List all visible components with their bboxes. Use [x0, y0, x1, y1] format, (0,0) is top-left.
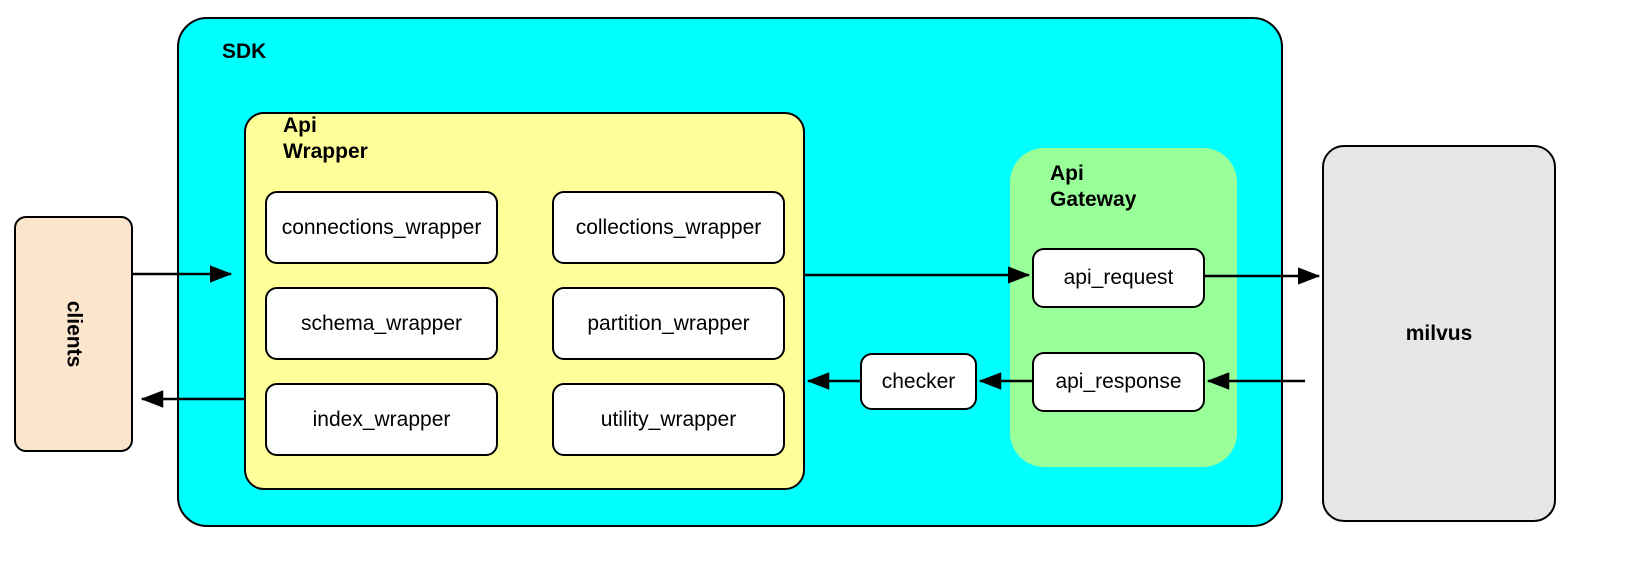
checker-label: checker	[881, 369, 956, 393]
module-label: collections_wrapper	[575, 215, 762, 239]
api-request-node[interactable]: api_request	[1032, 248, 1205, 308]
module-label: utility_wrapper	[600, 407, 737, 431]
module-label: partition_wrapper	[587, 311, 750, 335]
milvus-node[interactable]: milvus	[1322, 145, 1556, 522]
milvus-label: milvus	[1405, 321, 1473, 345]
api-response-label: api_response	[1055, 370, 1182, 393]
clients-node[interactable]: clients	[14, 216, 133, 452]
module-schema-wrapper[interactable]: schema_wrapper	[265, 287, 498, 360]
module-utility-wrapper[interactable]: utility_wrapper	[552, 383, 785, 456]
api-gateway-label: Api Gateway	[1050, 162, 1137, 211]
api-request-label: api_request	[1063, 266, 1174, 289]
module-index-wrapper[interactable]: index_wrapper	[265, 383, 498, 456]
module-label: index_wrapper	[312, 407, 451, 431]
module-connections-wrapper[interactable]: connections_wrapper	[265, 191, 498, 264]
module-collections-wrapper[interactable]: collections_wrapper	[552, 191, 785, 264]
module-label: schema_wrapper	[300, 311, 463, 335]
module-partition-wrapper[interactable]: partition_wrapper	[552, 287, 785, 360]
api-wrapper-label: Api Wrapper	[283, 114, 368, 163]
checker-node[interactable]: checker	[860, 353, 977, 410]
api-response-node[interactable]: api_response	[1032, 352, 1205, 412]
sdk-label: SDK	[222, 40, 267, 63]
clients-label: clients	[62, 300, 86, 368]
module-label: connections_wrapper	[281, 215, 482, 239]
